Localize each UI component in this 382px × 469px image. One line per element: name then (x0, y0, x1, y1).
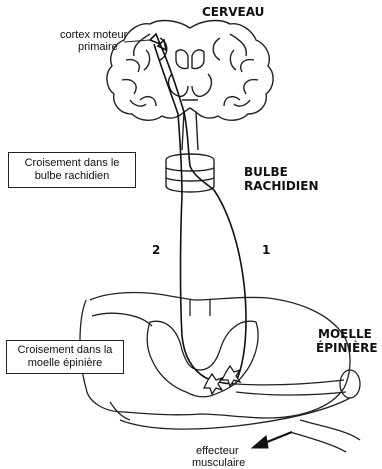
medulla-crossing-box: Croisement dans le bulbe rachidien (8, 152, 136, 188)
cortex-leader-line (124, 40, 150, 42)
brain-outline (107, 21, 273, 121)
motor-fibers (150, 34, 246, 384)
grey-matter (147, 321, 258, 397)
brain-ventricles (176, 50, 204, 69)
pathway-1-label: 1 (262, 243, 270, 257)
brain-title: CERVEAU (202, 5, 264, 19)
motor-neuron-cells (204, 366, 240, 394)
cortex-label-line1: cortex moteur (60, 29, 128, 41)
medulla-label-line2: RACHIDIEN (244, 179, 319, 193)
medulla-label-line1: BULBE (244, 165, 288, 179)
spinal-crossing-line2: moelle épinière (7, 357, 123, 370)
spinal-label-line2: ÉPINIÈRE (316, 340, 378, 355)
spinal-crossing-box: Croisement dans la moelle épinière (6, 340, 124, 374)
brain-deep-nuclei (169, 74, 212, 100)
spinal-ganglion (340, 370, 360, 398)
pathway-1-fiber (160, 44, 246, 382)
spinal-crossing-line1: Croisement dans la (7, 344, 123, 357)
medulla-crossing-line2: bulbe rachidien (9, 170, 135, 183)
effector-arrow (252, 432, 292, 448)
cortex-neurons (150, 34, 166, 50)
spinal-label-line1: MOELLE (318, 327, 372, 341)
spinal-nerve (236, 380, 346, 395)
brain-illustration (107, 21, 273, 150)
medulla-crossing-line1: Croisement dans le (9, 157, 135, 170)
effector-label-line1: effecteur (196, 445, 239, 457)
cortex-label-line2: primaire (78, 41, 118, 53)
effector-label-line2: musculaire (192, 457, 245, 469)
pathway-2-label: 2 (152, 243, 160, 257)
brain-gyri-right (213, 34, 258, 106)
